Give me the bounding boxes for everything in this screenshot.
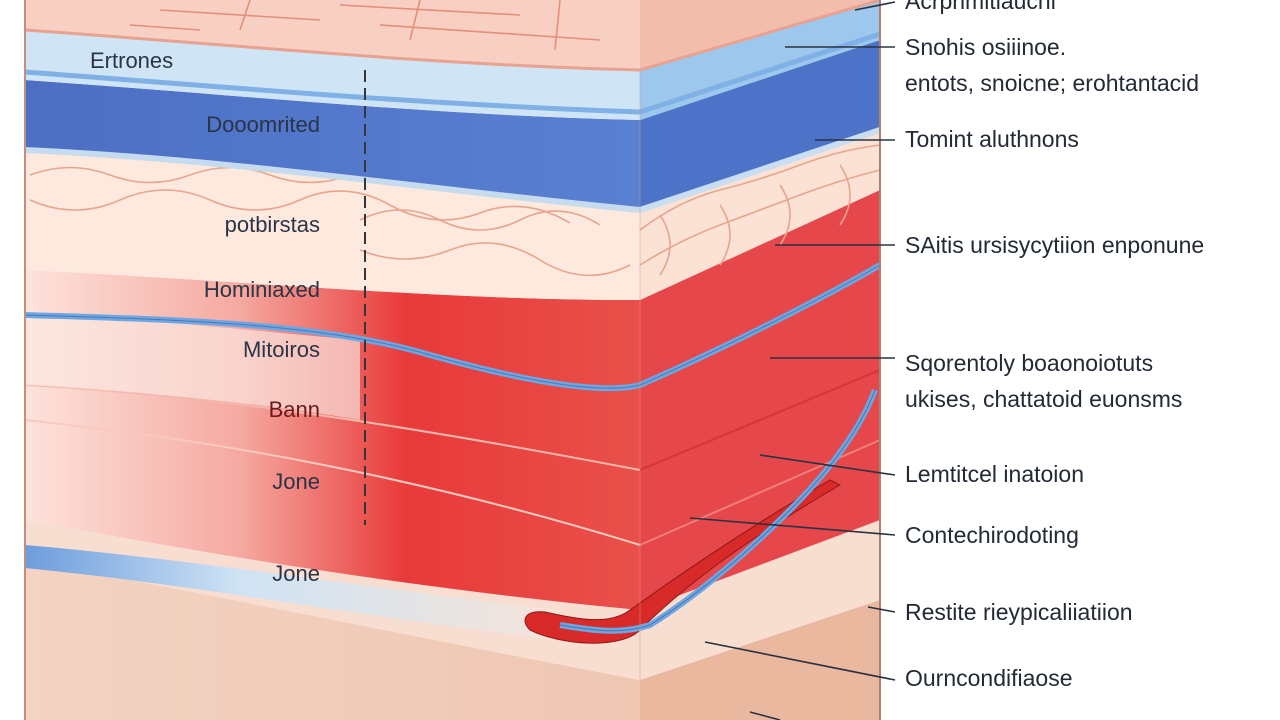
layer-label-dooomrited: Dooomrited: [206, 112, 320, 137]
callout-restite: Restite rieypicaliiatiion: [905, 599, 1133, 625]
layer-label-mitoiros: Mitoiros: [242, 337, 320, 362]
callout-snohis: Snohis osiiinoe.: [905, 34, 1067, 60]
callout-entots: entots, snoicne; erohtantacid: [905, 70, 1200, 96]
light-blue-band-front: [25, 30, 640, 120]
skin-texture: [129, 0, 601, 51]
callout-ourncondifiaose: Ourncondifiaose: [905, 665, 1073, 691]
top-skin-front: [25, 0, 640, 70]
callout-lemtitcel: Lemtitcel inatoion: [905, 461, 1084, 487]
layer-label-bann: Bann: [268, 397, 320, 422]
callout-sqorentoly: Sqorentoly boaonoiotuts: [905, 350, 1154, 376]
red-vessel: [524, 479, 842, 644]
layer-label-jone-upper: Jone: [272, 469, 320, 494]
layer-label-ertrones: Ertrones: [90, 48, 174, 73]
fat-side: [640, 130, 880, 300]
callout-contechirodoting: Contechirodoting: [905, 522, 1079, 548]
callout-tomint: Tomint aluthnons: [905, 126, 1079, 152]
fat-front: [25, 150, 640, 300]
base-side: [640, 600, 880, 720]
callout-ukises: ukises, chattatoid euonsms: [905, 386, 1183, 412]
blue-band-side: [640, 40, 880, 210]
layer-label-potbirstas: potbirstas: [224, 212, 320, 237]
lower-blue-band: [25, 545, 560, 640]
callout-acrprimitiauchi: Acrprimitiauchi: [905, 0, 1056, 14]
layer-label-hominiaxed: Hominiaxed: [203, 277, 320, 302]
callout-saitis: SAitis ursisycytiion enponune: [905, 232, 1205, 258]
leader-lines: [689, 1, 896, 720]
muscle-pale-band: [25, 310, 360, 420]
layer-label-jone-lower: Jone: [272, 561, 320, 586]
blue-band-front: [25, 80, 640, 210]
